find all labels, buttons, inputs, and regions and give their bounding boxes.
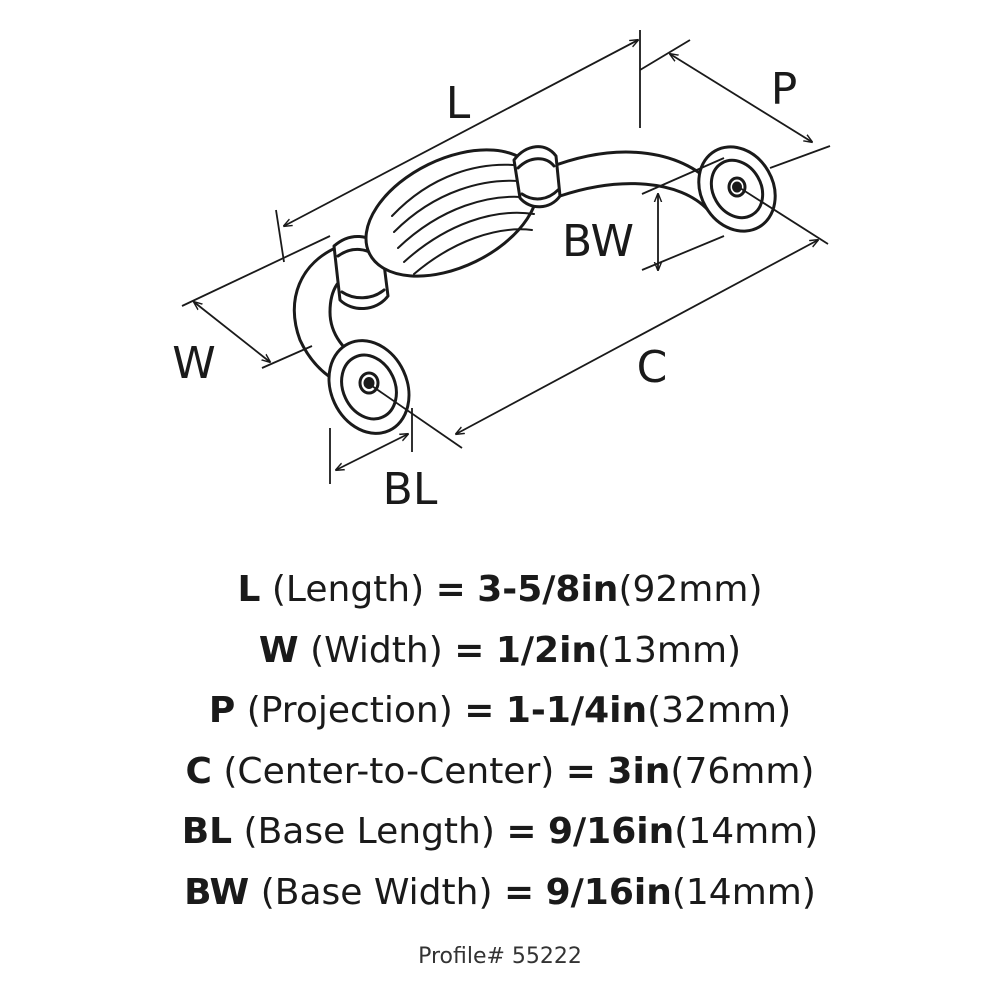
- spec-equals: =: [506, 811, 537, 852]
- spec-imperial: 3in: [607, 750, 671, 792]
- cabinet-handle-drawing: [292, 145, 777, 435]
- spec-metric: (92mm): [618, 569, 763, 610]
- spec-label: (Base Width): [260, 871, 493, 913]
- spec-metric: (14mm): [671, 871, 816, 913]
- spec-imperial: 9/16in: [545, 871, 672, 913]
- spec-imperial: 9/16in: [547, 811, 675, 852]
- spec-label: (Base Length): [243, 811, 495, 852]
- spec-row-width: W (Width) = 1/2in(13mm): [0, 621, 1000, 682]
- spec-equals: =: [565, 750, 596, 792]
- spec-label: (Projection): [246, 690, 453, 731]
- left-base: [327, 339, 411, 435]
- label-W: W: [172, 338, 216, 389]
- label-BW: BW: [562, 216, 634, 267]
- dim-line-P: [670, 54, 812, 142]
- label-P: P: [771, 64, 798, 115]
- label-L: L: [446, 78, 471, 129]
- spec-equals: =: [454, 629, 485, 671]
- spec-code: C: [185, 750, 212, 792]
- spec-label: (Length): [271, 569, 425, 610]
- spec-imperial: 1-1/4in: [505, 690, 648, 731]
- spec-code: BL: [181, 811, 233, 852]
- dim-line-W: [194, 302, 270, 362]
- spec-metric: (32mm): [647, 690, 792, 731]
- right-arm: [546, 150, 720, 212]
- spec-equals: =: [464, 690, 495, 731]
- dimension-spec-list: L (Length) = 3-5/8in(92mm) W (Width) = 1…: [0, 560, 1000, 923]
- spec-label: (Width): [310, 629, 443, 671]
- spec-code: P: [208, 690, 236, 731]
- spec-imperial: 3-5/8in: [477, 569, 619, 610]
- spec-row-base-length: BL (Base Length) = 9/16in(14mm): [0, 802, 1000, 863]
- dim-line-C: [456, 240, 818, 434]
- spec-row-projection: P (Projection) = 1-1/4in(32mm): [0, 681, 1000, 742]
- spec-imperial: 1/2in: [495, 629, 598, 671]
- dimension-lines: [181, 30, 831, 484]
- spec-label: (Center-to-Center): [223, 750, 555, 792]
- right-collar: [512, 145, 562, 209]
- handle-dimension-diagram: L P W BW C BL: [172, 30, 831, 515]
- profile-number: Profile# 55222: [418, 944, 582, 969]
- spec-code: BW: [184, 871, 250, 913]
- spec-equals: =: [503, 871, 535, 913]
- label-BL: BL: [383, 464, 438, 515]
- spec-metric: (13mm): [597, 629, 742, 671]
- dim-line-BL: [336, 434, 408, 470]
- spec-code: L: [237, 569, 261, 610]
- right-base: [697, 145, 777, 233]
- spec-row-length: L (Length) = 3-5/8in(92mm): [0, 560, 1000, 621]
- spec-row-base-width: BW (Base Width) = 9/16in(14mm): [0, 863, 1000, 924]
- spec-metric: (14mm): [674, 811, 819, 852]
- dim-line-L: [284, 40, 638, 226]
- spec-row-center-to-center: C (Center-to-Center) = 3in(76mm): [0, 742, 1000, 803]
- spec-metric: (76mm): [670, 750, 815, 792]
- spec-code: W: [258, 629, 299, 671]
- label-C: C: [637, 342, 668, 393]
- spec-equals: =: [435, 569, 466, 610]
